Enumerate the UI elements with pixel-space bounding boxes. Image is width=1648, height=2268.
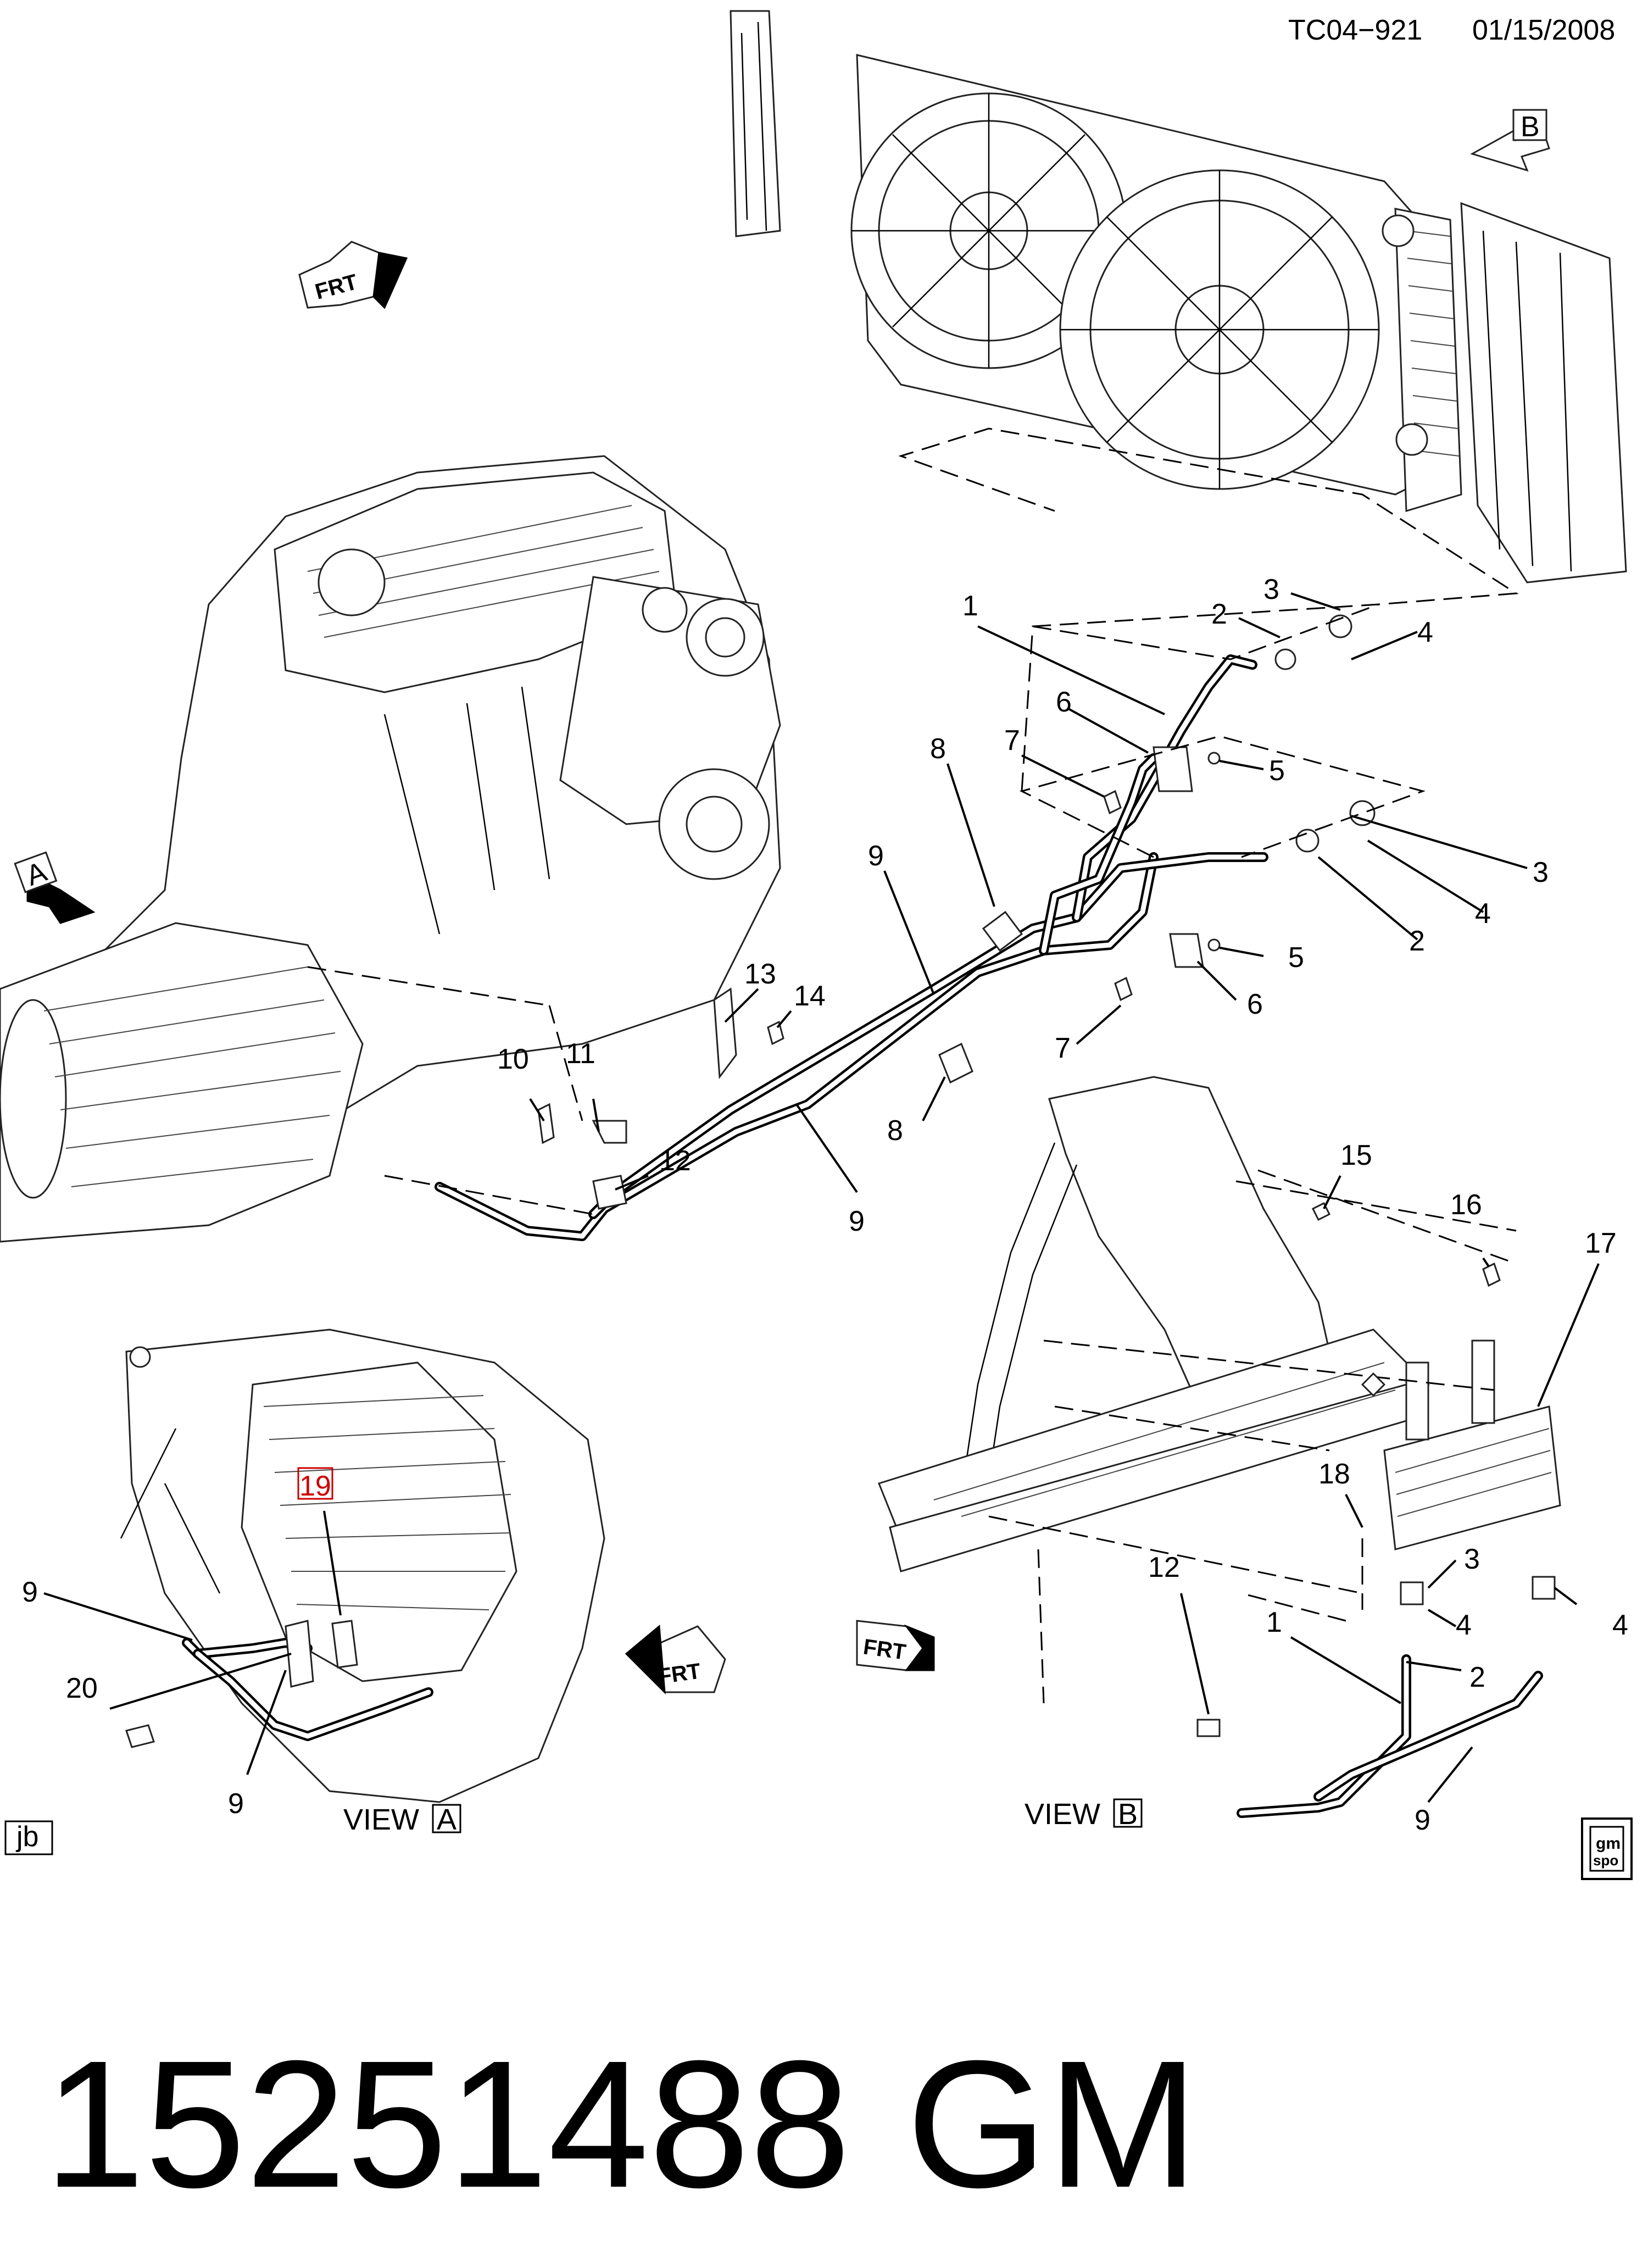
gm-spo-logo: gm spo	[1581, 1817, 1633, 1880]
view-b-marker-letter: B	[1521, 111, 1540, 143]
callout-5: 5	[1269, 755, 1285, 787]
callout-19: 19	[299, 1470, 331, 1502]
callout-14: 14	[794, 980, 826, 1012]
front-arrow-view-a: FRT	[625, 1625, 726, 1694]
callout-13: 13	[744, 958, 776, 990]
callout-3: 3	[1263, 574, 1279, 605]
callout-16: 16	[1450, 1189, 1482, 1221]
callout-9b: 9	[849, 1205, 865, 1237]
corner-mark-left-text: jb	[15, 1821, 38, 1853]
view-a-detail	[120, 1328, 605, 1803]
callout-17: 17	[1585, 1227, 1617, 1259]
callout-leader-lines	[43, 592, 1600, 1803]
callout-8: 8	[930, 733, 946, 765]
view-b-letter: B	[1118, 1798, 1138, 1831]
callout-1: 1	[962, 590, 978, 622]
view-b-letter-box	[1113, 1798, 1143, 1828]
callout-6: 6	[1056, 686, 1072, 718]
callout-7b: 7	[1055, 1032, 1071, 1064]
callout-9e: 9	[1415, 1804, 1430, 1836]
dashed-leaders-main	[307, 427, 1519, 1215]
view-a-label-text: VIEW	[343, 1803, 419, 1836]
callout-7: 7	[1004, 725, 1020, 757]
callout-12: 12	[659, 1145, 691, 1177]
corner-mark-left: jb	[4, 1820, 53, 1855]
callout-2b: 2	[1409, 925, 1425, 957]
callout-11: 11	[566, 1038, 595, 1070]
callout-4b: 4	[1475, 898, 1491, 930]
view-a-label: VIEW A	[343, 1803, 461, 1836]
callout-9d: 9	[228, 1788, 244, 1820]
callout-12b: 12	[1148, 1552, 1180, 1583]
callout-numbers: 1 2 3 4 6 5 8 7 9 3 4 2 5 6 7 13 14 10 1…	[22, 574, 1628, 1836]
view-a-letter: A	[437, 1803, 456, 1836]
callout-20: 20	[66, 1672, 98, 1704]
callout-9c: 9	[22, 1576, 38, 1608]
callout-1b: 1	[1266, 1606, 1282, 1638]
callout-10: 10	[497, 1043, 529, 1075]
callout-19-highlight-box	[297, 1467, 333, 1500]
callout-9: 9	[868, 840, 884, 872]
engine-transmission-assembly	[0, 455, 781, 1243]
callout-4: 4	[1417, 616, 1433, 648]
radiator-fan-assembly	[730, 10, 1627, 583]
callout-15: 15	[1340, 1139, 1372, 1171]
view-b-label-text: VIEW	[1025, 1798, 1100, 1831]
view-b-label: VIEW B	[1025, 1798, 1143, 1831]
callout-18: 18	[1318, 1458, 1350, 1490]
view-a-arrow: A	[14, 851, 96, 924]
brand-name: GM	[906, 2022, 1199, 2225]
front-arrow-top: FRT	[298, 241, 408, 309]
header: TC04−921 01/15/2008	[1288, 14, 1615, 46]
diagram-code: TC04−921	[1288, 14, 1422, 46]
cooler-line-assembly	[435, 614, 1376, 1241]
callout-4d: 4	[1612, 1609, 1628, 1641]
gm-spo-logo-bottom: spo	[1593, 1852, 1618, 1869]
callout-2c: 2	[1469, 1661, 1485, 1693]
callout-8b: 8	[887, 1115, 903, 1147]
front-label-view-a: FRT	[656, 1659, 702, 1689]
callout-6b: 6	[1247, 988, 1263, 1020]
front-arrow-view-b: FRT	[856, 1620, 935, 1671]
view-a-letter-box	[432, 1804, 461, 1833]
frame-and-cooler-view-b	[878, 1076, 1561, 1818]
gm-spo-logo-top: gm	[1596, 1835, 1621, 1853]
part-number-footer: 15251488 GM	[44, 2022, 1199, 2225]
front-label-view-b: FRT	[862, 1635, 907, 1664]
view-b-arrow: B	[1470, 109, 1550, 172]
diagram-date: 01/15/2008	[1472, 14, 1615, 46]
callout-3b: 3	[1533, 857, 1549, 888]
callout-2: 2	[1211, 598, 1227, 630]
part-number: 15251488	[44, 2022, 850, 2225]
callout-5b: 5	[1288, 942, 1304, 974]
callout-4c: 4	[1456, 1609, 1472, 1641]
callout-3c: 3	[1464, 1543, 1480, 1575]
